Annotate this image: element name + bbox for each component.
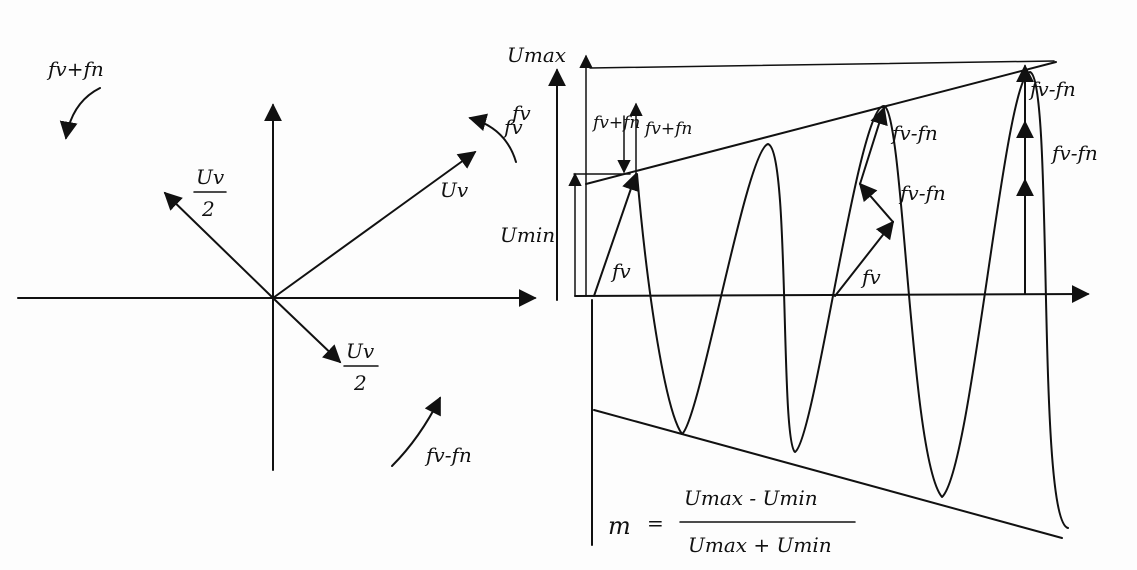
fvmn-phasor-mid-b <box>859 106 888 185</box>
time-axis <box>574 285 1090 304</box>
uv-half-upper-den: 2 <box>201 197 215 221</box>
fvmn-label-3: fv-fn <box>1028 77 1076 101</box>
uv-label: Uv <box>440 178 469 202</box>
uv-half-phasor-upper <box>163 191 274 299</box>
uv-half-upper-num: Uv <box>196 165 225 189</box>
rotation-arrow-lower <box>391 396 441 467</box>
uv-half-lower-num: Uv <box>346 339 375 363</box>
fv-axis-label: fv <box>510 101 531 125</box>
formula-denominator: Umax + Umin <box>688 533 832 557</box>
fvmn-label-1: fv-fn <box>890 121 938 145</box>
rotation-arrow-right <box>468 113 517 163</box>
fv-phasor-start <box>593 172 640 297</box>
wave-diagram: Umax fv Umin fv+fn fv+fn fv fv-fn fv-fn … <box>500 43 1098 546</box>
fv-inner-label: fv <box>610 259 631 283</box>
modulation-index-formula: m = Umax - Umin Umax + Umin <box>608 486 856 557</box>
fv-phasor-mid <box>834 220 895 297</box>
umin-label: Umin <box>500 223 555 247</box>
fv-mid-label: fv <box>860 265 881 289</box>
rot-label-right: fv <box>502 115 523 139</box>
rot-label-lower: fv-fn <box>424 443 472 467</box>
uv-half-phasor-lower <box>272 297 342 364</box>
uv-half-lower-den: 2 <box>353 371 367 395</box>
upper-envelope <box>585 61 1057 185</box>
phasor-diagram: fv+fn fv fv-fn Uv Uv 2 Uv 2 <box>17 57 537 471</box>
lower-envelope <box>593 409 1063 539</box>
fvmn-phasor-mid-a <box>858 182 894 223</box>
fvmn-label-2: fv-fn <box>898 181 946 205</box>
fvfn-label-b: fv+fn <box>643 119 692 139</box>
uv-phasor-arrow <box>272 150 477 299</box>
modulated-wave <box>636 71 1069 529</box>
formula-m: m <box>608 512 631 540</box>
rot-label-upper: fv+fn <box>46 57 104 81</box>
rotation-arrow-upper <box>59 87 101 140</box>
fvmn-label-4: fv-fn <box>1050 141 1098 165</box>
fvfn-label-a: fv+fn <box>591 113 640 133</box>
umax-label: Umax <box>507 43 566 67</box>
umax-level-line <box>589 60 1055 69</box>
formula-equals: = <box>647 511 664 535</box>
formula-numerator: Umax - Umin <box>684 486 818 510</box>
